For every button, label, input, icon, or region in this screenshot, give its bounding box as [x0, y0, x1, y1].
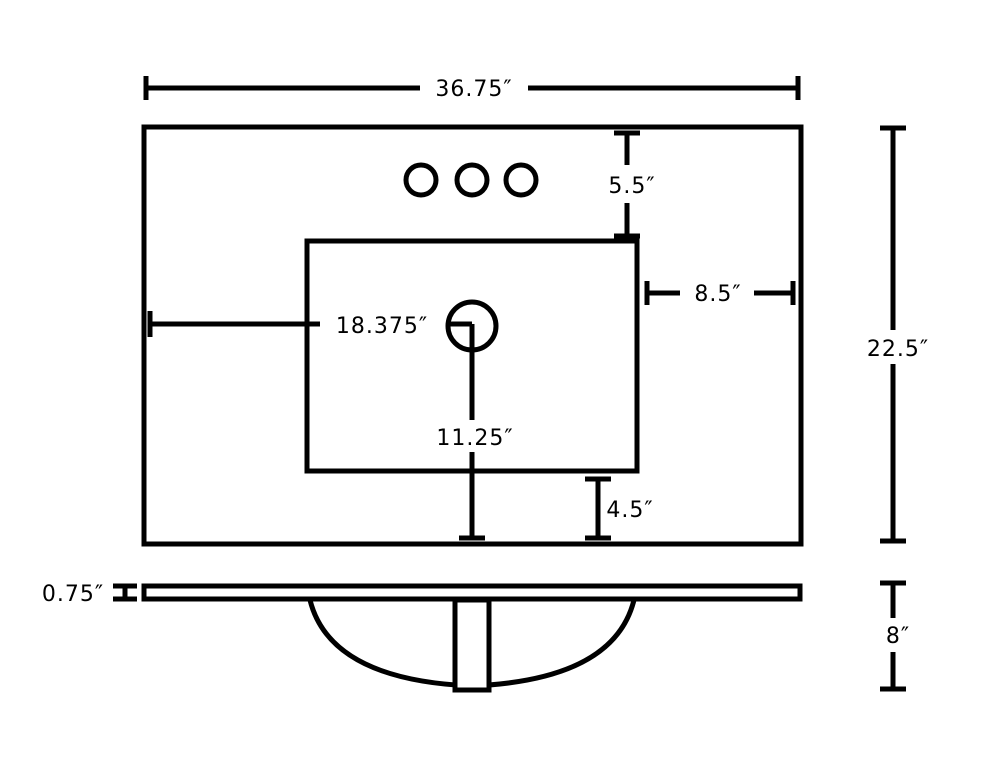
- left-edge-to-drain-dimension: 18.375″: [147, 310, 472, 339]
- depth-label: 22.5″: [867, 337, 929, 362]
- drain-to-front-edge-dimension: 11.25″: [424, 324, 524, 541]
- faucet-hole-center: [454, 162, 490, 198]
- counter-slab: [141, 583, 803, 602]
- side-elevation: [141, 583, 803, 693]
- faucet-hole-right: [503, 162, 539, 198]
- left-edge-to-drain-label: 18.375″: [336, 314, 428, 339]
- drain-pipe: [452, 597, 492, 693]
- bowl-height-dimension: 8″: [880, 580, 910, 692]
- bowl-to-front-edge-dimension: 4.5″: [585, 476, 653, 541]
- faucet-to-bowl-dimension: 5.5″: [608, 130, 655, 239]
- thickness-dimension: 0.75″: [42, 582, 137, 607]
- faucet-to-bowl-label: 5.5″: [608, 174, 655, 199]
- countertop-outline: [141, 124, 804, 547]
- depth-dimension: 22.5″: [867, 125, 929, 544]
- width-dimension: 36.75″: [143, 76, 801, 102]
- drain-to-front-edge-label: 11.25″: [436, 426, 513, 451]
- width-label: 36.75″: [435, 77, 512, 102]
- thickness-label: 0.75″: [42, 582, 104, 607]
- faucet-hole-left: [403, 162, 439, 198]
- bowl-to-right-edge-dimension: 8.5″: [644, 281, 796, 307]
- bowl-height-label: 8″: [886, 624, 910, 649]
- faucet-holes: [403, 162, 539, 198]
- bowl-to-front-edge-label: 4.5″: [606, 498, 653, 523]
- bowl-to-right-edge-label: 8.5″: [694, 282, 741, 307]
